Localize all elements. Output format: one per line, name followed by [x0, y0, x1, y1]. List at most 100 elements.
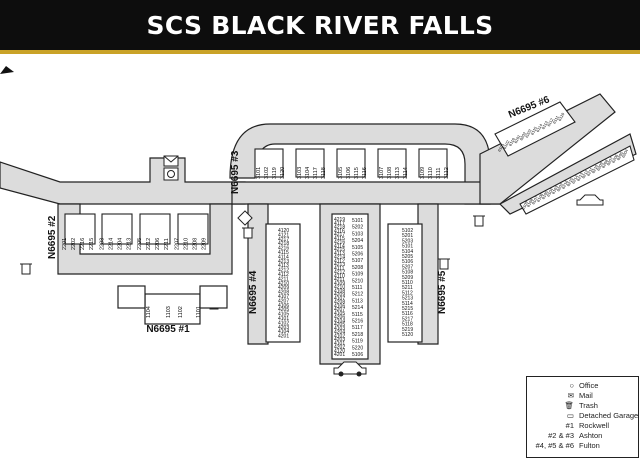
unit-number: 6113 — [540, 119, 549, 130]
unit-number: 6210 — [590, 163, 599, 174]
unit-number: 4218 — [334, 225, 345, 231]
unit-number: 5217 — [402, 316, 413, 322]
unit-number: 2205 — [137, 238, 143, 250]
unit-number: 5110 — [402, 280, 413, 286]
unit-number: 3105 — [338, 167, 344, 179]
legend-label: Rockwell — [579, 421, 610, 430]
unit-number: 4213 — [278, 259, 289, 265]
unit-number: 6208 — [600, 158, 609, 169]
building-4-units-center: 4219411742184116421741154216411442154113… — [334, 217, 345, 358]
unit-number: 3119 — [272, 167, 278, 179]
unit-number: 3102 — [264, 167, 270, 179]
unit-number: 3110 — [428, 167, 434, 179]
legend-row: #4, #5 & #6 Fulton — [527, 441, 640, 451]
unit-number: 3101 — [256, 167, 262, 179]
legend-key: #4, #5 & #6 — [535, 441, 574, 450]
building-4 — [265, 213, 369, 360]
unit-number: 6214 — [570, 174, 579, 185]
unit-number: 2202 — [71, 238, 77, 250]
unit-number: 4217 — [334, 232, 345, 238]
unit-number: 5218 — [352, 332, 363, 338]
unit-number: 4105 — [334, 311, 345, 317]
unit-number: 6105 — [540, 189, 549, 200]
mail-icon: ✉ — [567, 391, 574, 400]
unit-number: 2201 — [62, 238, 68, 250]
car-icon — [333, 361, 367, 377]
unit-number: 5105 — [352, 245, 363, 251]
unit-number: 5203 — [402, 238, 413, 244]
unit-number: 6211 — [585, 166, 594, 177]
unit-number: 5202 — [352, 225, 363, 231]
unit-number: 4117 — [334, 221, 345, 227]
unit-number: 6202 — [555, 181, 564, 192]
unit-number: 4208 — [334, 300, 345, 306]
legend-label: Ashton — [579, 431, 603, 440]
unit-number: 5213 — [402, 296, 413, 302]
unit-number: 4206 — [334, 315, 345, 321]
unit-number: 2214 — [109, 238, 115, 250]
unit-number: 6216 — [560, 179, 569, 190]
building-5-units-right: 5102520152035101510452055106520751085209… — [402, 228, 413, 338]
unit-number: 2208 — [193, 238, 199, 250]
building-5 — [387, 223, 423, 343]
unit-number: 6102 — [502, 139, 511, 150]
unit-number: 4207 — [334, 307, 345, 313]
unit-number: 5204 — [352, 238, 363, 244]
unit-number: 5120 — [402, 332, 413, 338]
office-icon: ○ — [569, 381, 574, 390]
office-icon — [163, 167, 179, 181]
unit-number: 5117 — [352, 325, 363, 331]
unit-number: 4102 — [278, 320, 289, 326]
unit-number: 4204 — [334, 330, 345, 336]
unit-number: 4107 — [334, 296, 345, 302]
unit-number: 5118 — [402, 322, 413, 328]
unit-number: 5102 — [402, 228, 413, 234]
unit-number: 2216 — [80, 238, 86, 250]
unit-number: 4112 — [278, 272, 289, 278]
unit-number: 5116 — [402, 311, 413, 317]
unit-number: 1104 — [146, 306, 152, 318]
unit-number: 5205 — [402, 254, 413, 260]
unit-number: 1102 — [178, 306, 184, 318]
unit-number: 3118 — [321, 167, 327, 179]
unit-number: 6202 — [518, 130, 527, 141]
unit-number: 5103 — [352, 231, 363, 237]
unit-number: 5215 — [402, 306, 413, 312]
site-map: N6695 #1 N6695 #2 N6695 #3 N6695 #4 N669… — [0, 66, 637, 377]
legend-label: Office — [579, 381, 599, 390]
building-3 — [254, 148, 448, 178]
unit-number: 5101 — [352, 218, 363, 224]
unit-number: 5119 — [352, 339, 363, 345]
building-6-units: 6101610261166201620262036115611461136112… — [496, 111, 629, 210]
unit-number: 4104 — [334, 318, 345, 324]
unit-number: 6212 — [580, 168, 589, 179]
unit-number: 6112 — [546, 117, 555, 128]
unit-number: 4205 — [278, 307, 289, 313]
unit-number: 4114 — [334, 243, 345, 249]
unit-number: 4121 — [278, 232, 289, 238]
unit-number: 4211 — [334, 277, 345, 283]
unit-number: 5109 — [352, 272, 363, 278]
unit-number: 4101 — [334, 341, 345, 347]
building-5-units-center: 5101520251035204510552065107520851095210… — [352, 218, 363, 358]
unit-number: 5108 — [402, 270, 413, 276]
unit-number: 4106 — [278, 303, 289, 309]
unit-number: 4113 — [278, 263, 289, 269]
page-title: SCS BLACK RIVER FALLS — [146, 11, 494, 40]
legend-row: ▭ Detached Garage — [527, 411, 640, 421]
legend-label: Fulton — [579, 441, 600, 450]
building-2-label: N6695 #2 — [47, 215, 58, 259]
unit-number: 4120 — [278, 228, 289, 234]
unit-number: 4103 — [334, 326, 345, 332]
unit-number: 5212 — [352, 292, 363, 298]
unit-number: 6111 — [551, 114, 560, 124]
unit-number: 4205 — [334, 322, 345, 328]
building-6 — [494, 101, 635, 215]
unit-number: 2206 — [155, 238, 161, 250]
unit-number: 6107 — [530, 194, 539, 205]
unit-number: 2212 — [146, 238, 152, 250]
unit-number: 6206 — [610, 153, 619, 164]
unit-number: 4214 — [334, 255, 345, 261]
unit-number: 4109 — [334, 281, 345, 287]
unit-number: 4111 — [334, 266, 345, 272]
